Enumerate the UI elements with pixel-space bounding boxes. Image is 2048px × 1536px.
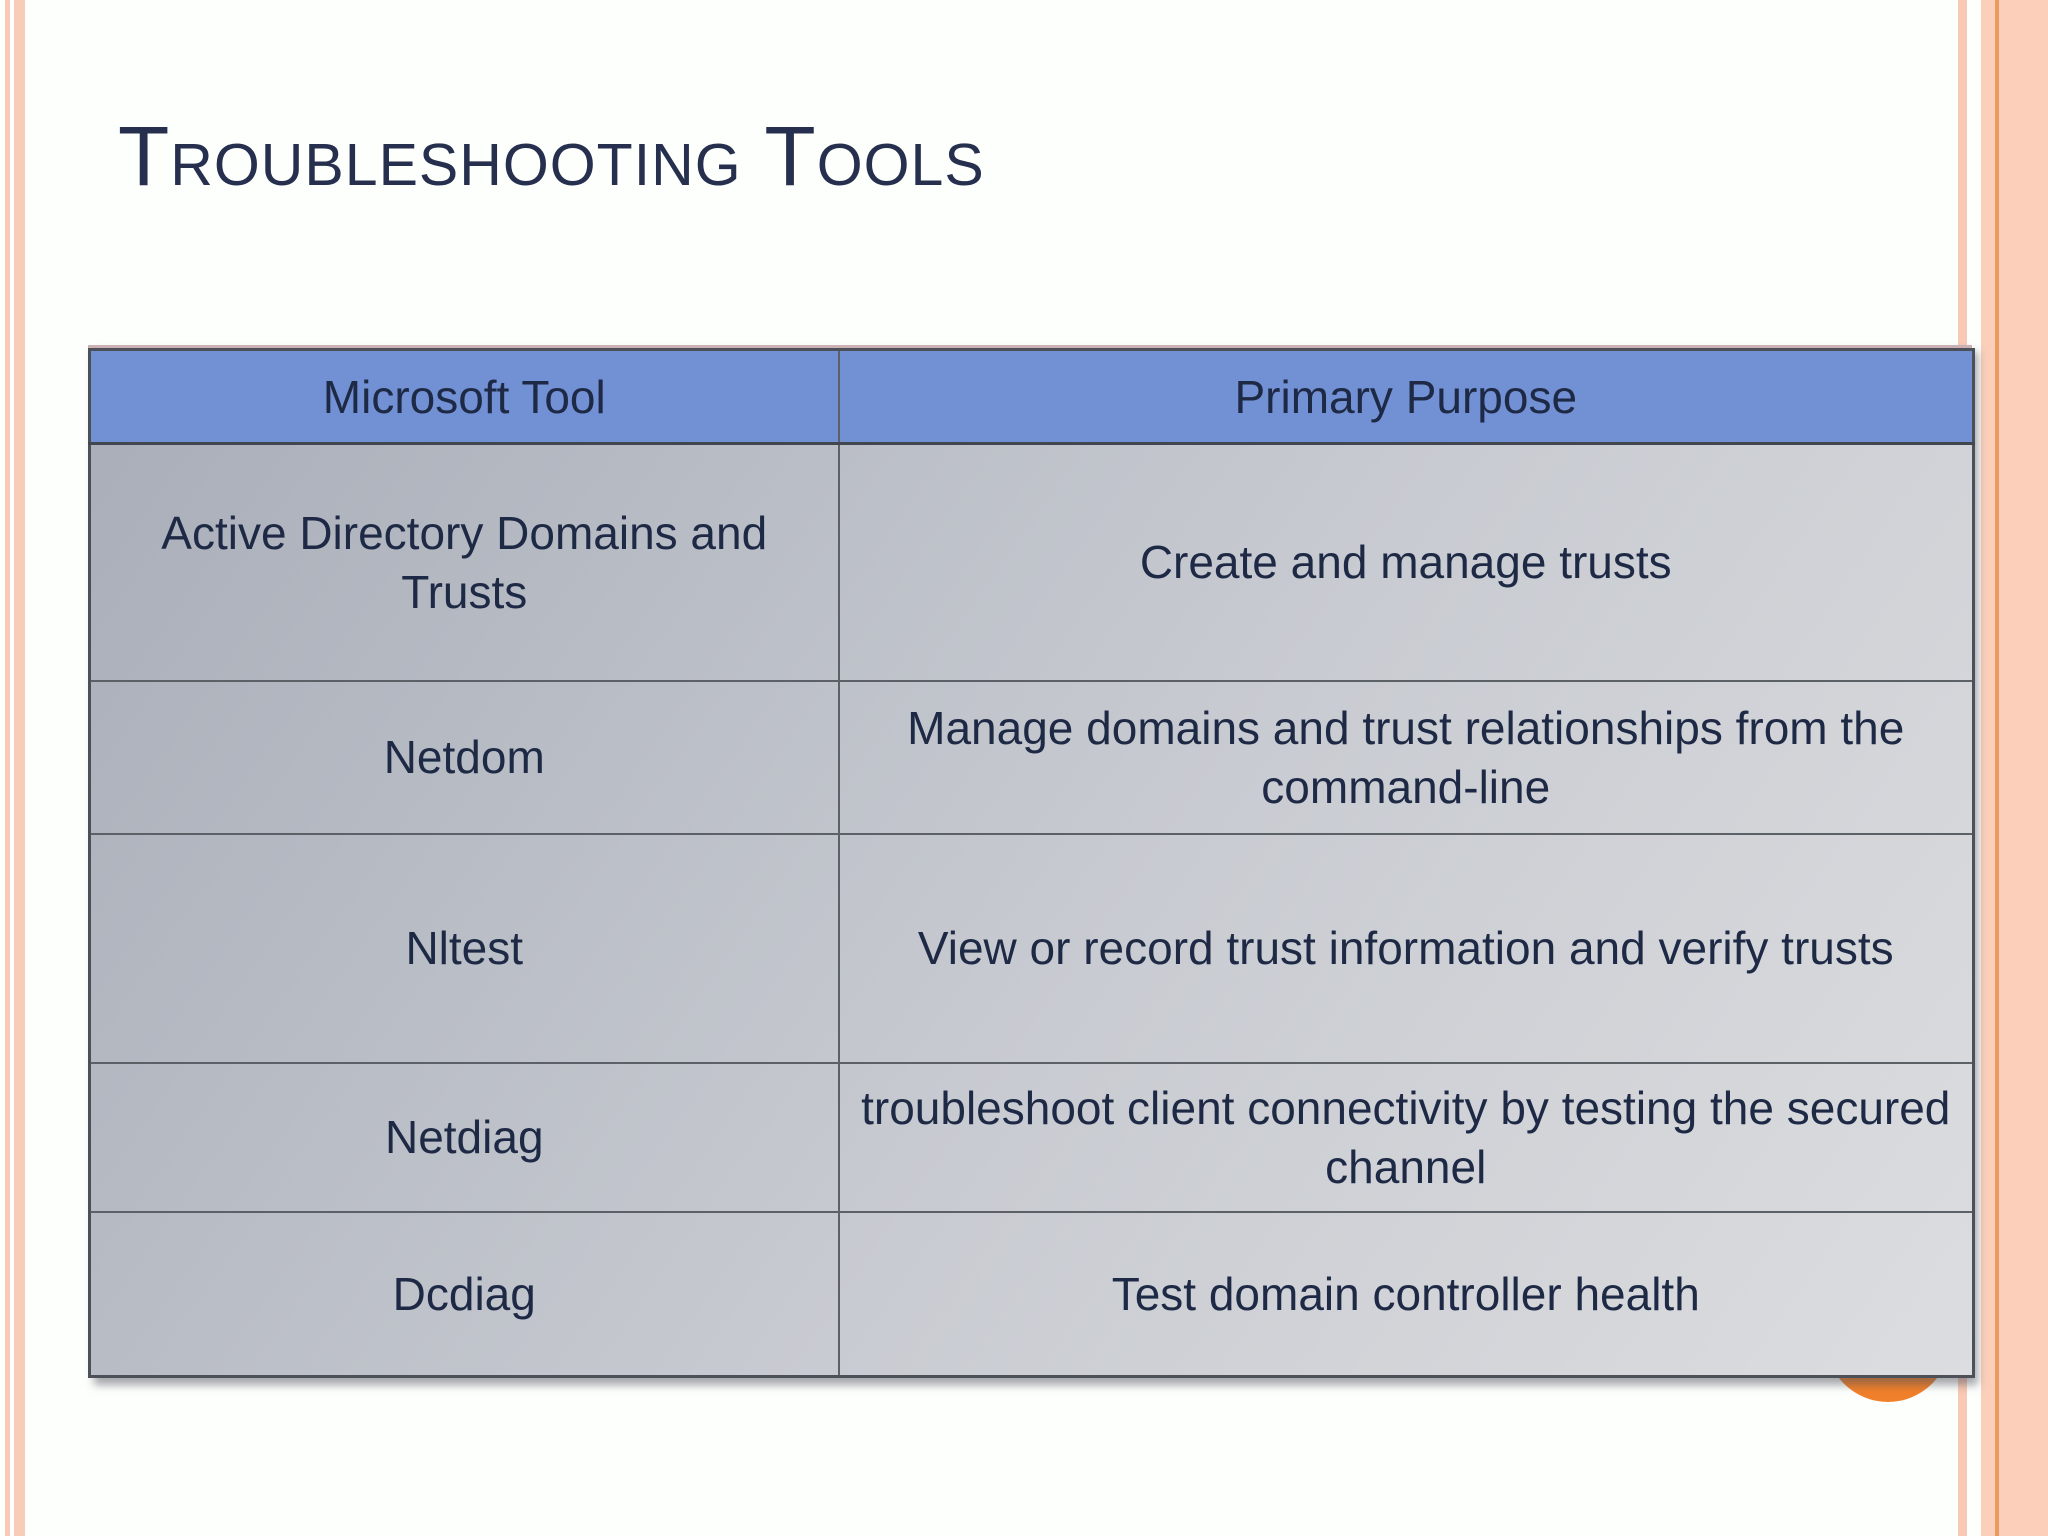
purpose-cell: Test domain controller health bbox=[837, 1211, 1975, 1378]
table-row: Dcdiag Test domain controller health bbox=[88, 1211, 1975, 1378]
table-row: Nltest View or record trust information … bbox=[88, 833, 1975, 1064]
tool-cell: Netdom bbox=[88, 680, 840, 835]
purpose-cell: Create and manage trusts bbox=[837, 442, 1975, 682]
left-edge-stripe-thin bbox=[5, 0, 10, 1536]
table-row: Netdom Manage domains and trust relation… bbox=[88, 680, 1975, 835]
table-row: Active Directory Domains and Trusts Crea… bbox=[88, 442, 1975, 682]
slide-title: Troubleshooting Tools bbox=[118, 109, 985, 203]
right-edge-band bbox=[1981, 0, 2048, 1536]
purpose-cell: Manage domains and trust relationships f… bbox=[837, 680, 1975, 835]
tool-cell: Nltest bbox=[88, 833, 840, 1064]
tool-cell: Dcdiag bbox=[88, 1211, 840, 1378]
purpose-cell: View or record trust information and ver… bbox=[837, 833, 1975, 1064]
tools-table: Microsoft Tool Primary Purpose Active Di… bbox=[88, 348, 1975, 1378]
column-header-primary-purpose: Primary Purpose bbox=[837, 348, 1975, 445]
tool-cell: Netdiag bbox=[88, 1062, 840, 1213]
right-edge-band-accent-line bbox=[1995, 0, 1999, 1536]
table-header-row: Microsoft Tool Primary Purpose bbox=[88, 348, 1975, 445]
purpose-cell: troubleshoot client connectivity by test… bbox=[837, 1062, 1975, 1213]
tools-table-container: Microsoft Tool Primary Purpose Active Di… bbox=[88, 345, 1975, 1378]
table-row: Netdiag troubleshoot client connectivity… bbox=[88, 1062, 1975, 1213]
tool-cell: Active Directory Domains and Trusts bbox=[88, 442, 840, 682]
left-edge-stripe-thick bbox=[14, 0, 25, 1536]
column-header-microsoft-tool: Microsoft Tool bbox=[88, 348, 840, 445]
